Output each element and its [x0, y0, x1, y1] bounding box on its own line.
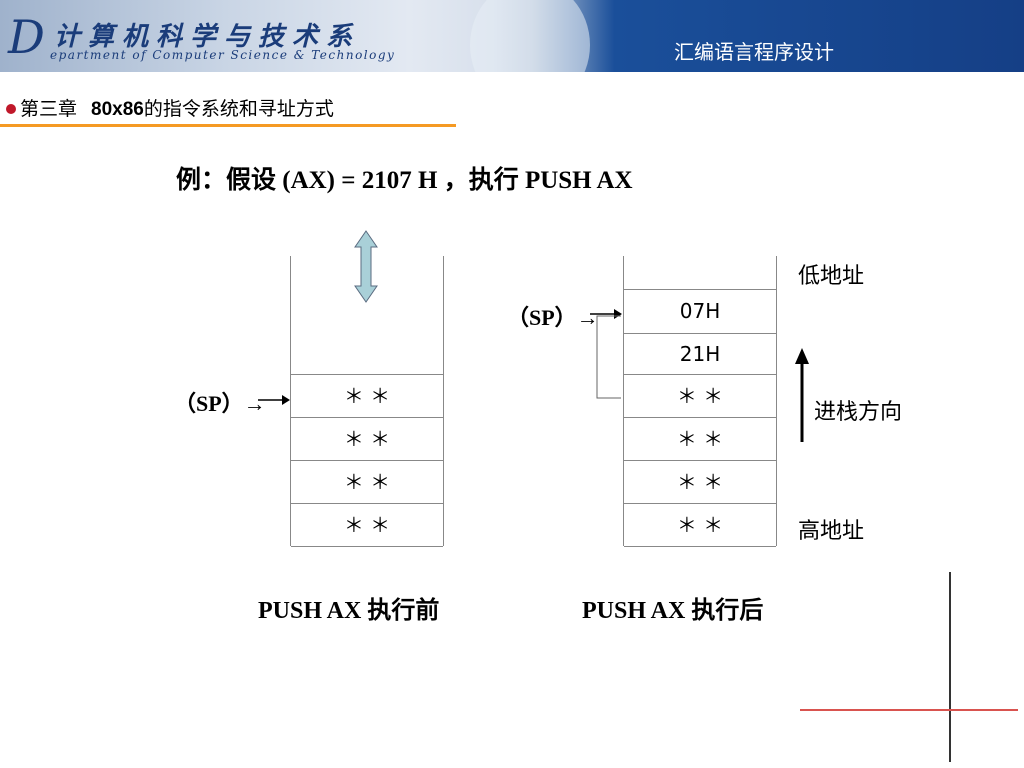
department-name-en: epartment of Computer Science & Technolo… [50, 48, 396, 62]
push-direction-label: 进栈方向 [814, 400, 903, 425]
stack-after: 07H 21H ＊ ＊ ＊ ＊ ＊ ＊ ＊ ＊ [623, 256, 777, 547]
course-title: 汇编语言程序设计 [674, 40, 834, 64]
high-address-label: 高地址 [798, 519, 865, 544]
chapter-underline [0, 124, 456, 127]
stack-after-cell: ＊ ＊ [624, 503, 776, 547]
sp-label-before: （SP）→ [174, 391, 266, 416]
sp-move-line [596, 315, 621, 399]
stack-before-cell: ＊ ＊ [291, 503, 443, 547]
stack-after-cell: 21H [624, 333, 776, 375]
chapter-rest: 的指令系统和寻址方式 [143, 98, 334, 120]
header-banner: D 计算机科学与技术系 epartment of Computer Scienc… [0, 0, 1024, 72]
low-address-label: 低地址 [798, 264, 865, 289]
sp-label-after: （SP）→ [507, 305, 599, 330]
chapter-prefix: 第三章 [20, 98, 78, 120]
stack-before-cell: ＊ ＊ [291, 460, 443, 503]
bullet-icon [6, 104, 16, 114]
stack-before-cell: ＊ ＊ [291, 417, 443, 460]
caption-after: PUSH AX 执行后 [582, 598, 764, 624]
department-name-cn: 计算机科学与技术系 [54, 22, 361, 52]
sp-arrow-after-head [614, 309, 622, 319]
double-arrow-icon [354, 230, 378, 303]
stack-before: ＊ ＊ ＊ ＊ ＊ ＊ ＊ ＊ [290, 256, 444, 547]
chapter-bold: 80x86 [91, 99, 144, 120]
caption-before: PUSH AX 执行前 [258, 598, 440, 624]
banner-swoosh [470, 0, 590, 72]
chapter-title: 第三章 80x86的指令系统和寻址方式 [6, 94, 334, 121]
sp-arrow-before-head [282, 395, 290, 405]
stack-after-cell: ＊ ＊ [624, 374, 776, 417]
stack-after-cell: 07H [624, 289, 776, 333]
push-direction-arrow-head [795, 348, 809, 364]
stack-after-cell: ＊ ＊ [624, 417, 776, 460]
stack-before-cell: ＊ ＊ [291, 374, 443, 417]
stack-after-cell: ＊ ＊ [624, 460, 776, 503]
example-text: 例：假设 (AX) = 2107 H ，执行 PUSH AX [176, 167, 633, 194]
logo-initial: D [8, 10, 45, 64]
